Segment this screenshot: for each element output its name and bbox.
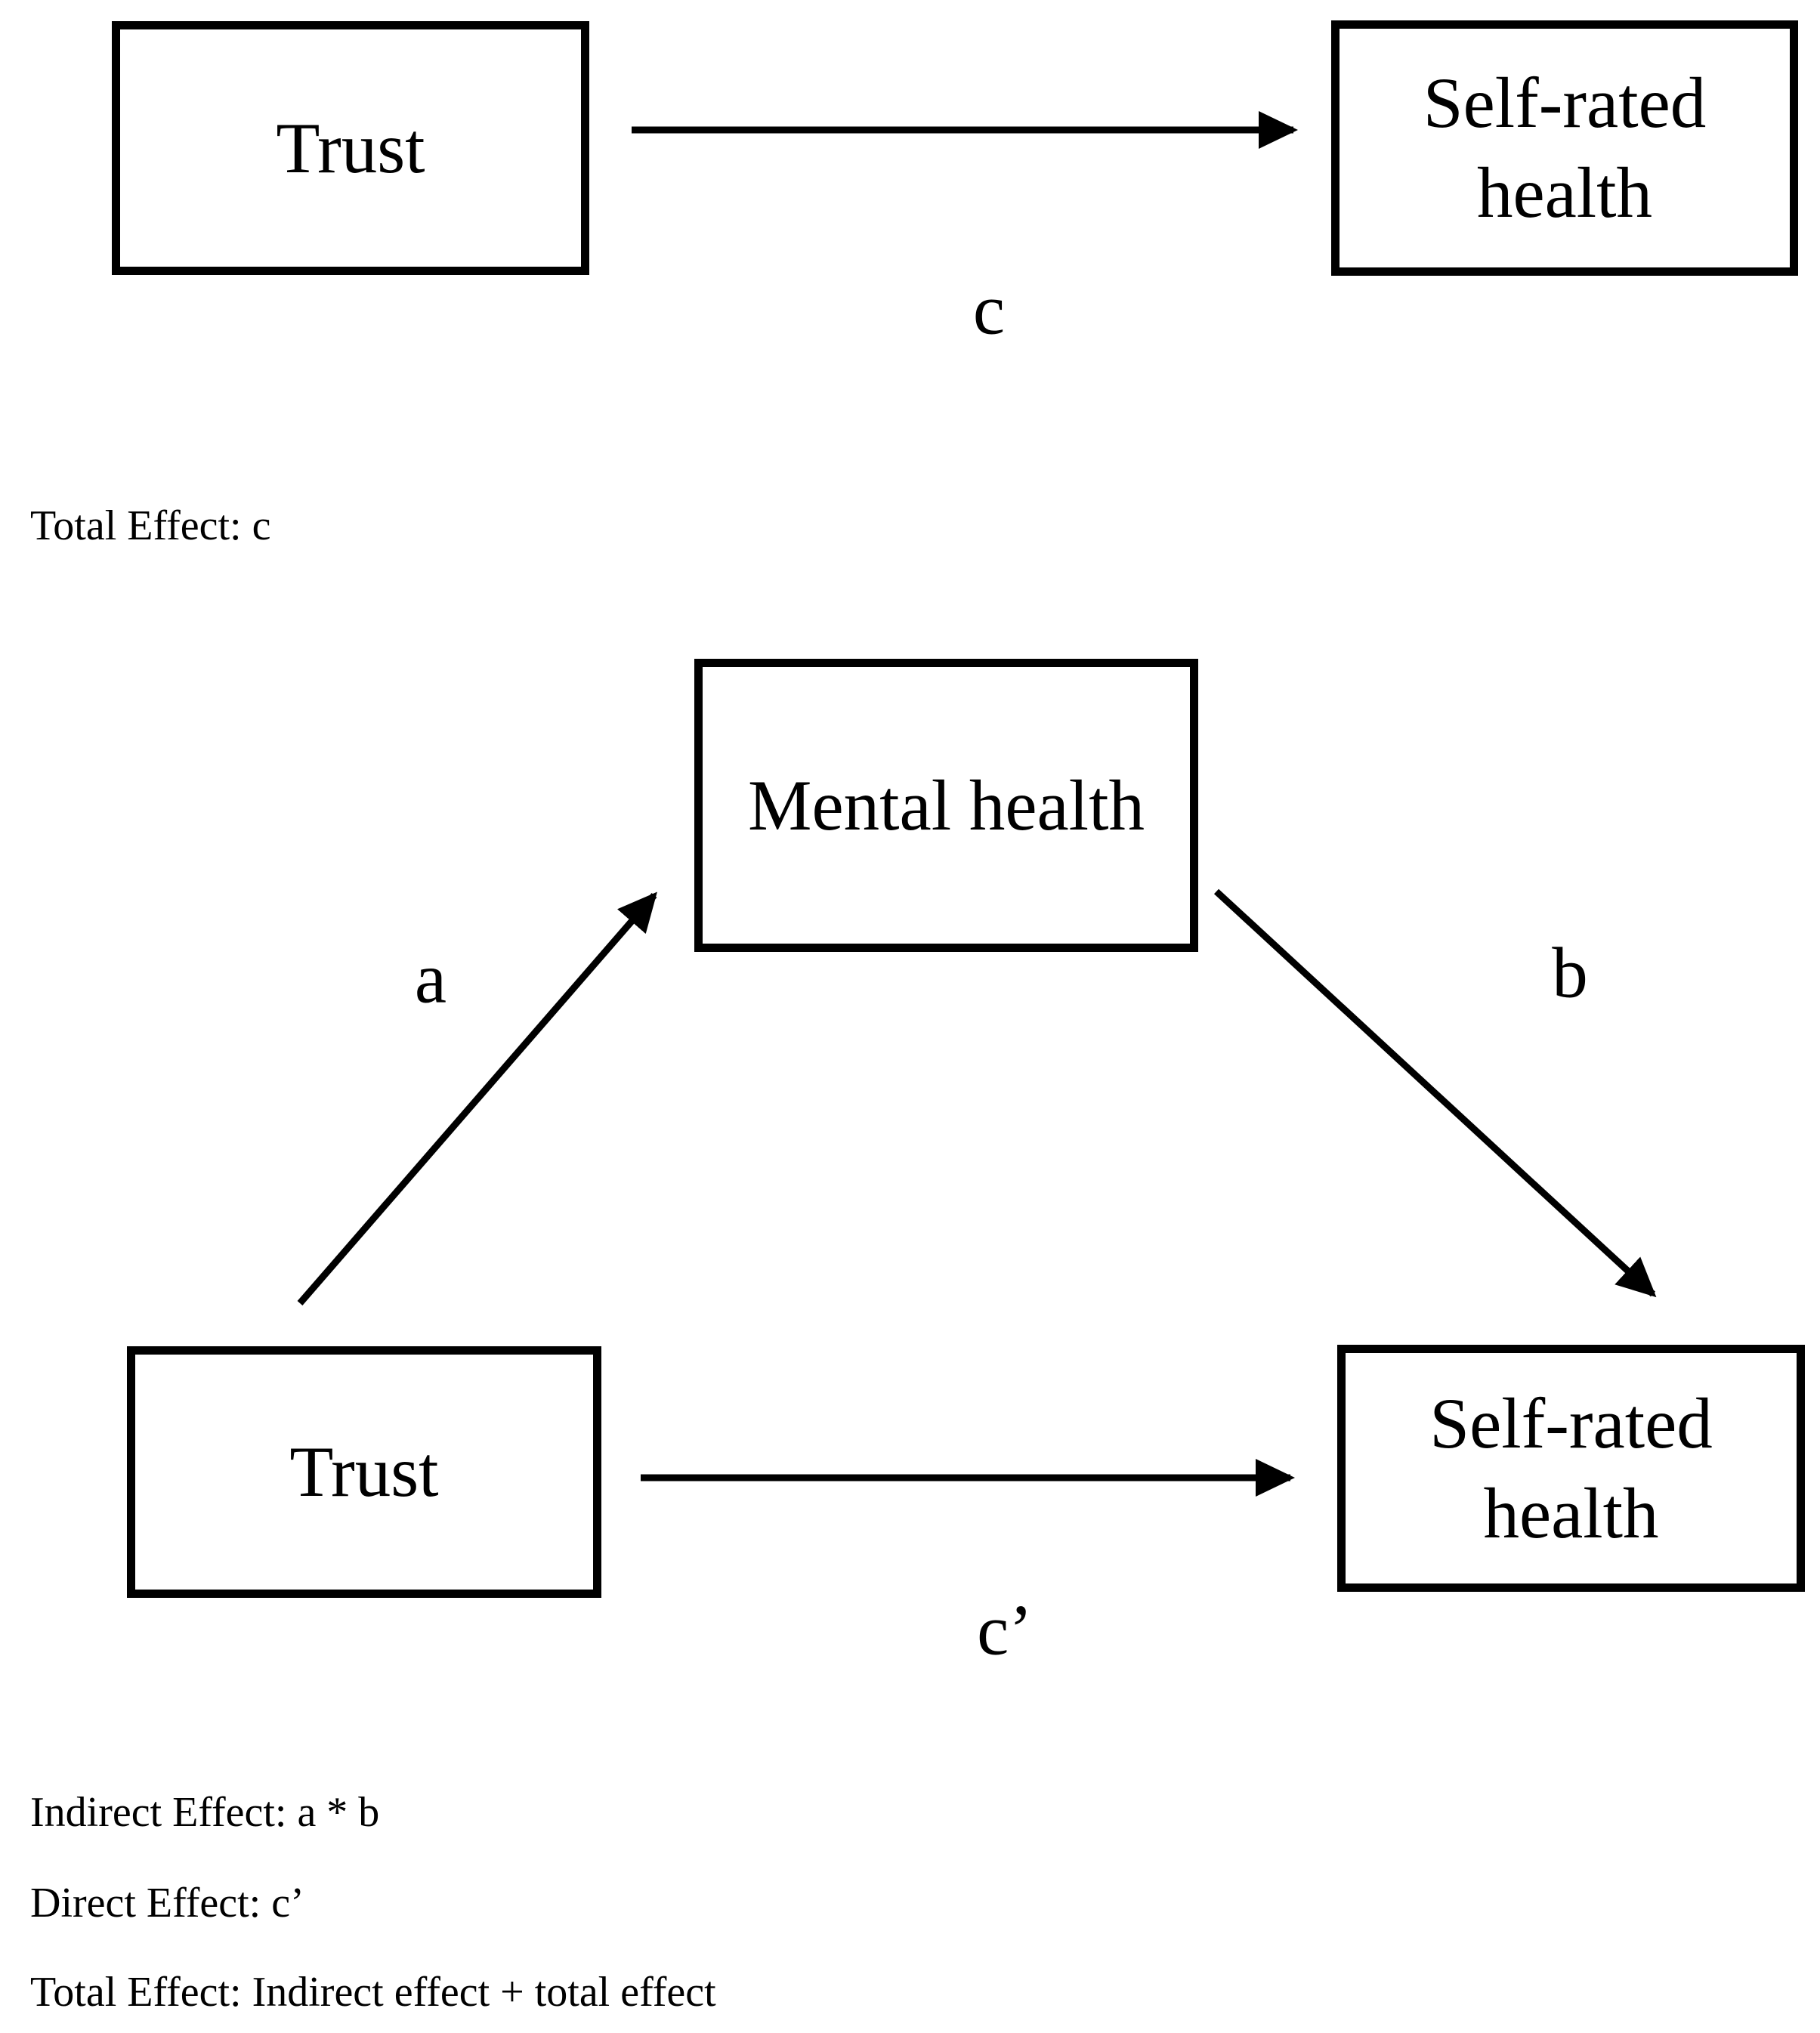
node-self-rated-health-top-label: Self-rated health <box>1423 63 1707 233</box>
arrow-b-mediator-to-outcome <box>1213 888 1657 1298</box>
node-mental-health: Mental health <box>694 659 1198 952</box>
node-self-rated-health-bottom: Self-rated health <box>1337 1345 1805 1592</box>
node-trust-top: Trust <box>112 21 589 275</box>
node-self-rated-health-bottom-label: Self-rated health <box>1429 1383 1713 1553</box>
note-total-effect-combined: Total Effect: Indirect effect + total ef… <box>30 1969 716 2016</box>
note-total-effect-top: Total Effect: c <box>30 502 271 549</box>
node-trust-bottom-label: Trust <box>289 1432 439 1512</box>
path-label-c: c <box>972 269 1006 350</box>
path-label-b: b <box>1552 932 1588 1013</box>
path-label-a: a <box>414 938 447 1018</box>
node-self-rated-health-top: Self-rated health <box>1331 20 1798 276</box>
note-indirect-effect: Indirect Effect: a * b <box>30 1789 380 1836</box>
node-trust-top-label: Trust <box>276 107 425 188</box>
node-mental-health-label: Mental health <box>748 765 1145 845</box>
note-direct-effect: Direct Effect: c’ <box>30 1880 304 1926</box>
node-trust-bottom: Trust <box>127 1346 601 1598</box>
path-label-c-prime: c’ <box>977 1590 1033 1670</box>
arrow-a-trust-to-mediator <box>297 891 657 1305</box>
